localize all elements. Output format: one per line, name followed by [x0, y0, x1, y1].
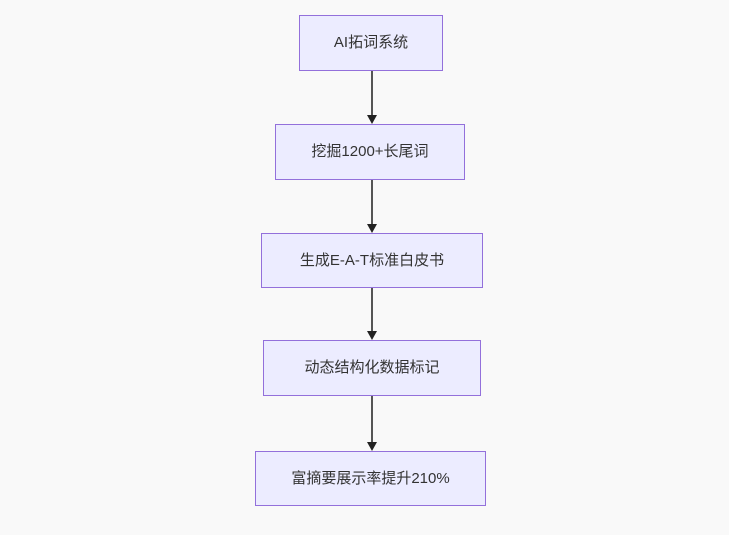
- flow-node-eat-whitepaper-generation: 生成E-A-T标准白皮书: [261, 233, 483, 288]
- flow-node-dynamic-structured-data-markup: 动态结构化数据标记: [263, 340, 481, 396]
- arrow-line: [370, 71, 373, 115]
- flow-node-longtail-keyword-mining: 挖掘1200+长尾词: [275, 124, 465, 180]
- arrowhead-down-icon: [366, 442, 377, 451]
- flow-node-rich-snippet-rate-increase: 富摘要展示率提升210%: [255, 451, 486, 506]
- arrow-line: [370, 396, 373, 442]
- arrow-line: [370, 180, 373, 224]
- flow-arrow-4: [366, 396, 377, 451]
- arrow-line: [370, 288, 373, 331]
- flow-node-ai-word-expansion-system: AI拓词系统: [299, 15, 443, 71]
- flow-node-label: 富摘要展示率提升210%: [291, 469, 450, 487]
- flow-arrow-1: [366, 71, 377, 124]
- flow-node-label: 挖掘1200+长尾词: [311, 143, 429, 160]
- arrowhead-down-icon: [366, 115, 377, 124]
- arrowhead-down-icon: [366, 331, 377, 340]
- flow-arrow-2: [366, 180, 377, 233]
- flow-arrow-3: [366, 288, 377, 340]
- flow-node-label: AI拓词系统: [333, 34, 409, 51]
- flow-node-label: 生成E-A-T标准白皮书: [299, 251, 445, 269]
- flow-node-label: 动态结构化数据标记: [304, 359, 440, 376]
- arrowhead-down-icon: [366, 224, 377, 233]
